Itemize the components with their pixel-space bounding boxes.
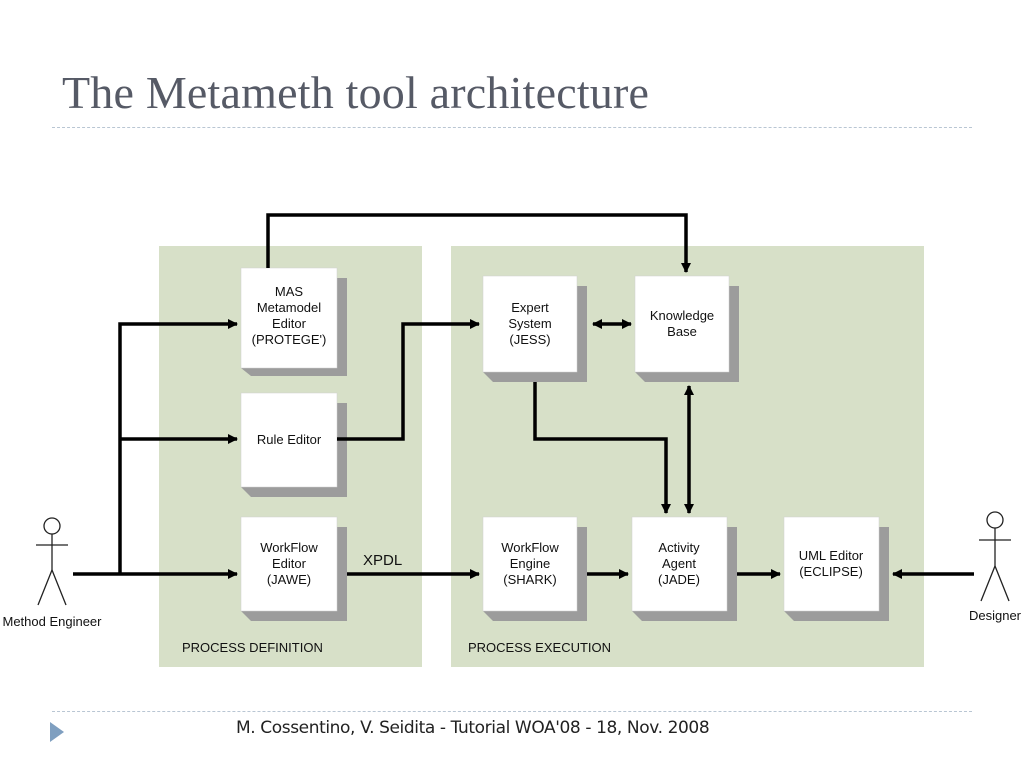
rule-editor-line-1: Rule Editor xyxy=(257,432,322,447)
arrow-rule-editor-to-expert-system xyxy=(337,319,480,441)
title-divider xyxy=(52,127,972,128)
activity-agent-line-2: Agent xyxy=(662,556,696,571)
mas-editor-line-2: Metamodel xyxy=(257,300,321,315)
knowledge-base-line-2: Base xyxy=(667,324,697,339)
expert-system-line-2: System xyxy=(508,316,551,331)
process-definition-label: PROCESS DEFINITION xyxy=(182,640,323,655)
footer-citation: M. Cossentino, V. Seidita - Tutorial WOA… xyxy=(236,718,710,738)
uml-editor-line-2: (ECLIPSE) xyxy=(799,564,863,579)
rule-editor-box: Rule Editor xyxy=(240,392,347,497)
xpdl-label: XPDL xyxy=(363,552,402,569)
mas-editor-line-4: (PROTEGE') xyxy=(252,332,327,347)
workflow-editor-line-1: WorkFlow xyxy=(260,540,318,555)
svg-text:Rule Editor: Rule Editor xyxy=(257,432,322,447)
mas-editor-line-3: Editor xyxy=(272,316,307,331)
workflow-engine-line-3: (SHARK) xyxy=(503,572,556,587)
arrow-mas-editor-to-knowledge-base xyxy=(266,213,691,273)
activity-agent-line-1: Activity xyxy=(658,540,700,555)
uml-editor-line-1: UML Editor xyxy=(799,548,864,563)
arrow-method-engineer-to-mas-editor xyxy=(118,319,238,574)
footer-triangle-icon xyxy=(50,722,64,742)
designer-label: Designer xyxy=(969,608,1022,623)
workflow-engine-line-1: WorkFlow xyxy=(501,540,559,555)
workflow-engine-line-2: Engine xyxy=(510,556,550,571)
method-engineer-actor xyxy=(36,517,68,606)
footer-divider xyxy=(52,711,972,712)
expert-system-line-1: Expert xyxy=(511,300,549,315)
slide-title: The Metameth tool architecture xyxy=(62,67,650,118)
knowledge-base-line-1: Knowledge xyxy=(650,308,714,323)
expert-system-line-3: (JESS) xyxy=(509,332,550,347)
activity-agent-line-3: (JADE) xyxy=(658,572,700,587)
process-execution-label: PROCESS EXECUTION xyxy=(468,640,611,655)
designer-actor xyxy=(979,511,1011,602)
uml-editor-box: UML Editor(ECLIPSE) xyxy=(783,516,889,621)
svg-text:UML Editor(ECLIPSE): UML Editor(ECLIPSE) xyxy=(799,548,864,579)
mas-editor-line-1: MAS xyxy=(275,284,304,299)
workflow-editor-line-2: Editor xyxy=(272,556,307,571)
method-engineer-label: Method Engineer xyxy=(2,614,102,629)
arrow-expert-system-to-activity-agent xyxy=(533,382,671,514)
workflow-editor-line-3: (JAWE) xyxy=(267,572,311,587)
